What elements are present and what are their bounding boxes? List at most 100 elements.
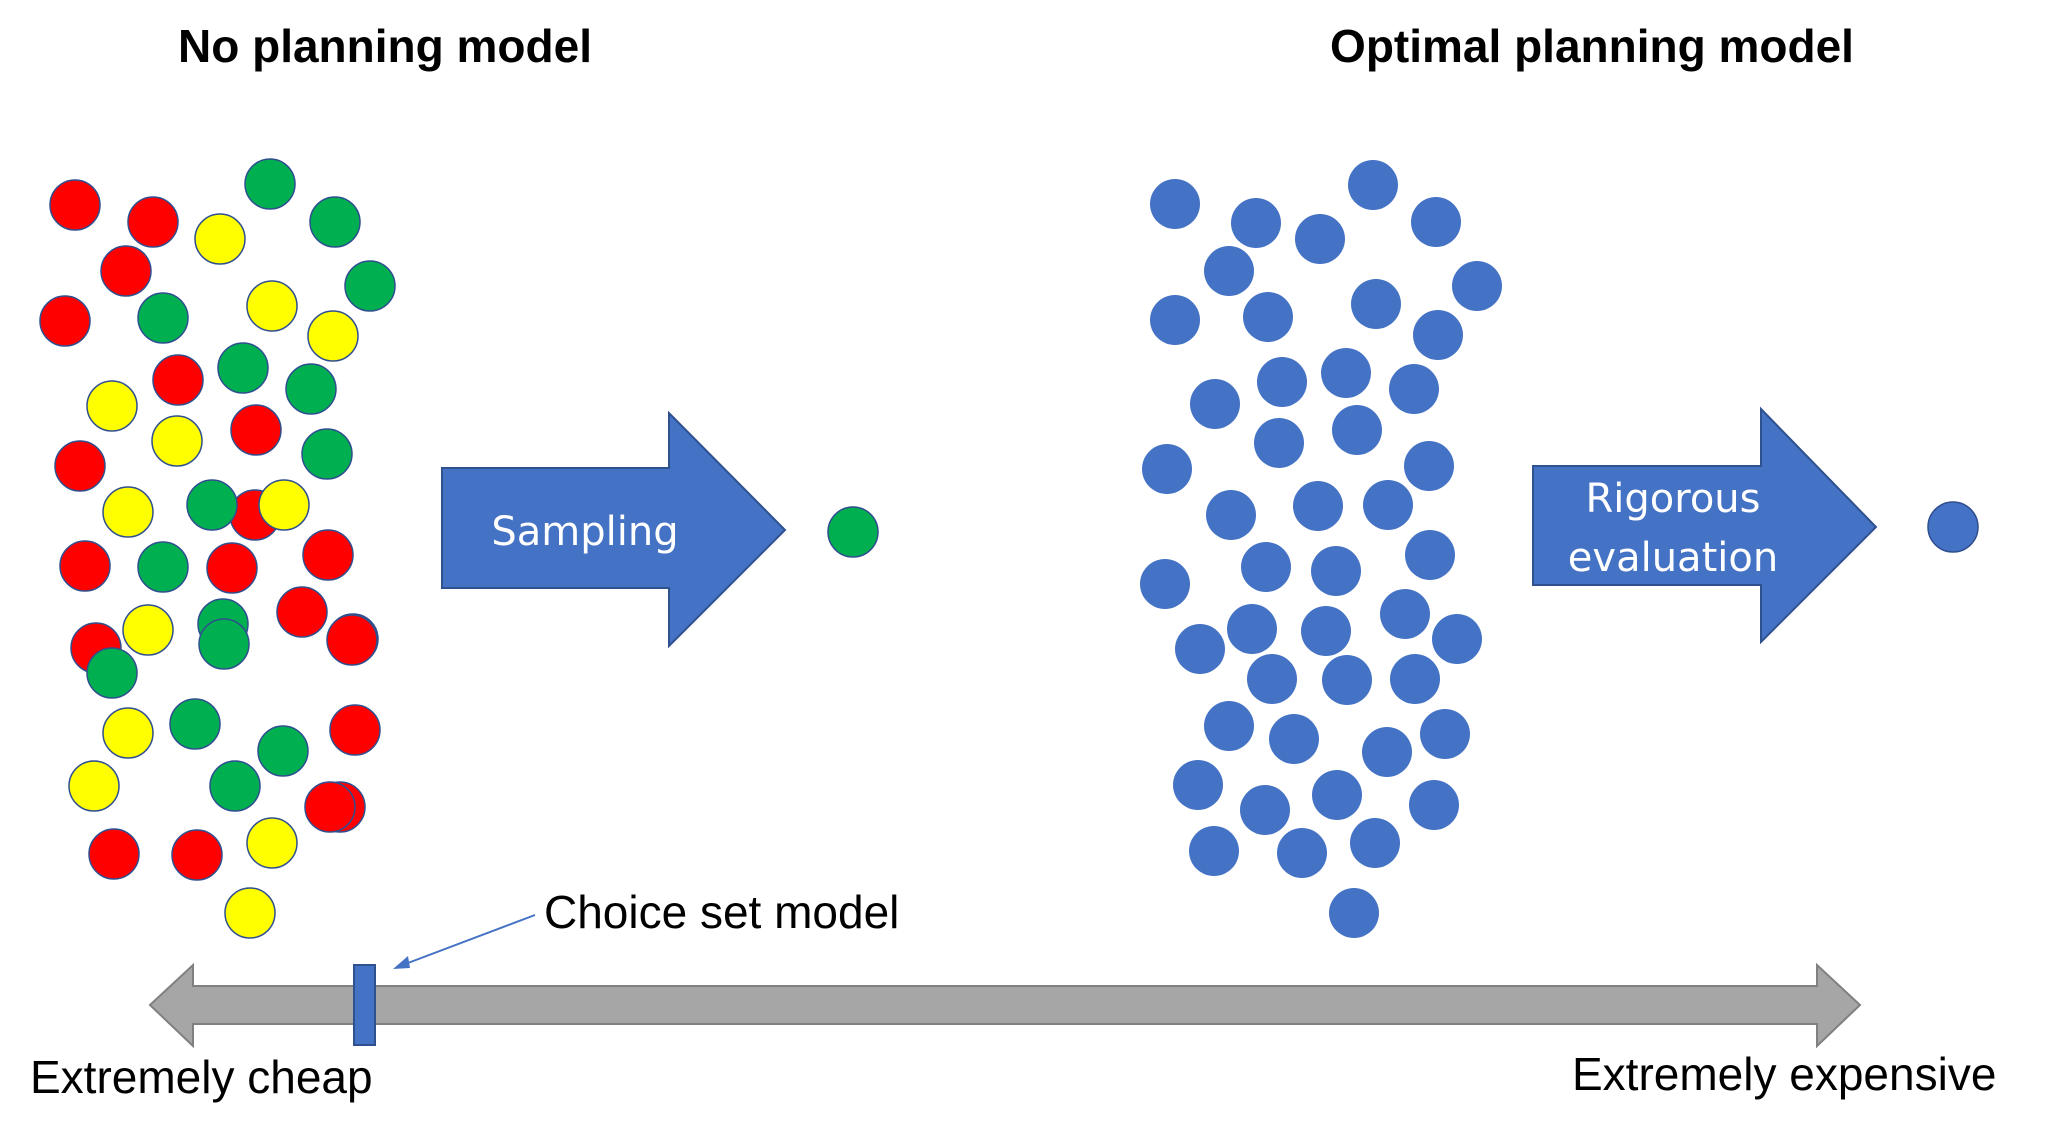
option-dot-red [39,295,91,347]
scale-label-extremely-expensive: Extremely expensive [1572,1048,1996,1100]
option-dot-blue [1247,654,1297,704]
option-dot-blue [1150,295,1200,345]
option-dot-blue [1329,888,1379,938]
option-dot-green [209,760,261,812]
option-dot-red [304,781,356,833]
option-dot-red [59,540,111,592]
title-no-planning-model: No planning model [178,20,592,72]
option-dot-blue [1452,261,1502,311]
option-dot-blue [1175,624,1225,674]
option-dot-blue [1409,780,1459,830]
option-dot-green [169,698,221,750]
option-dot-green [137,292,189,344]
rigorous-evaluation-label-line2: evaluation [1568,535,1778,581]
option-dot-blue [1231,198,1281,248]
option-dot-blue [1350,818,1400,868]
sampled-option-dot [827,506,879,558]
option-dot-red [152,354,204,406]
sampling-arrow-label: Sampling [491,509,678,555]
option-dot-red [88,828,140,880]
option-dot-blue [1390,654,1440,704]
option-dot-yellow [246,817,298,869]
option-dot-yellow [102,486,154,538]
option-dot-yellow [86,380,138,432]
option-dot-green [244,158,296,210]
option-dot-green [257,725,309,777]
left-option-cluster [39,158,396,939]
option-dot-green [198,618,250,670]
option-dot-blue [1140,559,1190,609]
option-dot-blue [1240,785,1290,835]
option-dot-blue [1269,714,1319,764]
option-dot-blue [1241,542,1291,592]
option-dot-blue [1227,604,1277,654]
option-dot-green [301,428,353,480]
choice-set-model-callout: Choice set model [393,886,899,969]
choice-set-model-label: Choice set model [544,886,899,938]
option-dot-blue [1295,214,1345,264]
option-dot-red [100,245,152,297]
cost-scale [148,962,1862,1049]
option-dot-blue [1321,348,1371,398]
option-dot-green [285,363,337,415]
option-dot-blue [1293,481,1343,531]
option-dot-blue [1362,727,1412,777]
option-dot-blue [1363,480,1413,530]
rigorous-evaluation-label-line1: Rigorous [1586,476,1761,522]
cost-scale-double-arrow [148,962,1862,1049]
option-dot-blue [1404,441,1454,491]
option-dot-green [309,196,361,248]
scale-label-extremely-cheap: Extremely cheap [30,1051,373,1103]
evaluated-option-dot [1927,501,1979,553]
option-dot-blue [1351,279,1401,329]
option-dot-blue [1312,770,1362,820]
option-dot-red [127,196,179,248]
option-dot-green [86,647,138,699]
option-dot-yellow [194,213,246,265]
option-dot-red [329,704,381,756]
option-dot-blue [1432,614,1482,664]
option-dot-blue [1420,709,1470,759]
sampling-arrow-shape [441,410,787,649]
option-dot-blue [1380,589,1430,639]
option-dot-blue [1332,405,1382,455]
option-dot-blue [1311,546,1361,596]
option-dot-blue [1301,606,1351,656]
option-dot-yellow [122,604,174,656]
option-dot-blue [1257,357,1307,407]
option-dot-red [326,614,378,666]
option-dot-yellow [68,760,120,812]
callout-line [399,914,536,967]
option-dot-red [171,829,223,881]
option-dot-red [54,440,106,492]
option-dot-green [137,541,189,593]
option-dot-yellow [224,887,276,939]
rigorous-evaluation-arrow: Rigorous evaluation [1532,406,1878,645]
option-dot-red [206,542,258,594]
option-dot-blue [1190,379,1240,429]
option-dot-green [217,342,269,394]
option-dot-red [276,586,328,638]
rigorous-evaluation-arrow-shape [1532,406,1878,645]
option-dot-yellow [307,310,359,362]
option-dot-green [186,479,238,531]
option-dot-blue [1206,490,1256,540]
option-dot-yellow [102,707,154,759]
option-dot-blue [1411,197,1461,247]
option-dot-blue [1389,364,1439,414]
option-dot-yellow [258,479,310,531]
option-dot-yellow [246,280,298,332]
choice-set-model-marker [353,964,376,1046]
option-dot-blue [1413,310,1463,360]
option-dot-blue [1189,826,1239,876]
option-dot-blue [1243,292,1293,342]
right-option-cluster [1140,160,1502,938]
option-dot-blue [1348,160,1398,210]
option-dot-blue [1142,444,1192,494]
option-dot-blue [1254,418,1304,468]
option-dot-red [49,179,101,231]
option-dot-blue [1204,246,1254,296]
option-dot-red [302,529,354,581]
option-dot-yellow [151,415,203,467]
